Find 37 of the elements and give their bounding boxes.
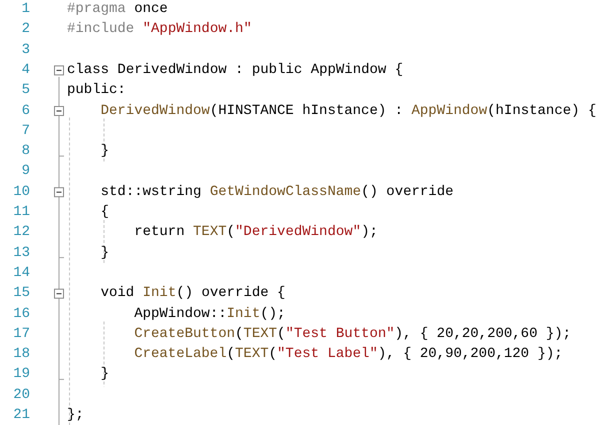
line-number: 12 [12, 223, 30, 242]
line-number: 18 [12, 345, 30, 364]
line-number: 9 [20, 162, 30, 182]
line-number: 5 [20, 81, 30, 100]
code-line: void Init() override { [100, 284, 286, 304]
code-line: CreateButton(TEXT("Test Button"), { 20,20,200,60 }); [134, 324, 572, 344]
line-number: 3 [20, 40, 30, 60]
line-number: 6 [20, 102, 30, 120]
code-line: DerivedWindow(HINSTANCE hInstance) : AppWindow(hInstance) { [100, 102, 596, 120]
line-number: 17 [12, 324, 30, 344]
line-number: 13 [12, 244, 30, 263]
code-line: std::wstring GetWindowClassName() override [100, 182, 454, 202]
code-line: AppWindow::Init(); [134, 304, 286, 324]
line-number: 1 [20, 0, 30, 19]
line-number: 10 [12, 182, 30, 202]
line-number: 11 [12, 203, 30, 222]
line-number: 20 [12, 386, 30, 405]
code-line: public: [67, 81, 126, 100]
line-number: 14 [12, 264, 30, 283]
code-line: class DerivedWindow : public AppWindow { [67, 60, 404, 80]
code-line: } [100, 244, 109, 263]
line-number: 15 [12, 284, 30, 304]
code-line: { [100, 203, 109, 222]
code-line: return TEXT("DerivedWindow"); [134, 223, 378, 242]
code-line: } [100, 365, 109, 384]
line-number: 7 [20, 122, 30, 141]
line-number: 8 [20, 142, 30, 162]
line-number: 4 [20, 60, 30, 80]
code-line: } [100, 142, 109, 162]
code-line: #pragma once [67, 0, 168, 19]
code-line: }; [67, 406, 84, 425]
code-line: #include "AppWindow.h" [67, 20, 252, 40]
code-line: CreateLabel(TEXT("Test Label"), { 20,90,200,120 }); [134, 345, 563, 364]
line-number: 19 [12, 365, 30, 384]
line-number: 21 [12, 406, 30, 425]
line-number: 2 [20, 20, 30, 40]
line-number: 16 [12, 304, 30, 324]
